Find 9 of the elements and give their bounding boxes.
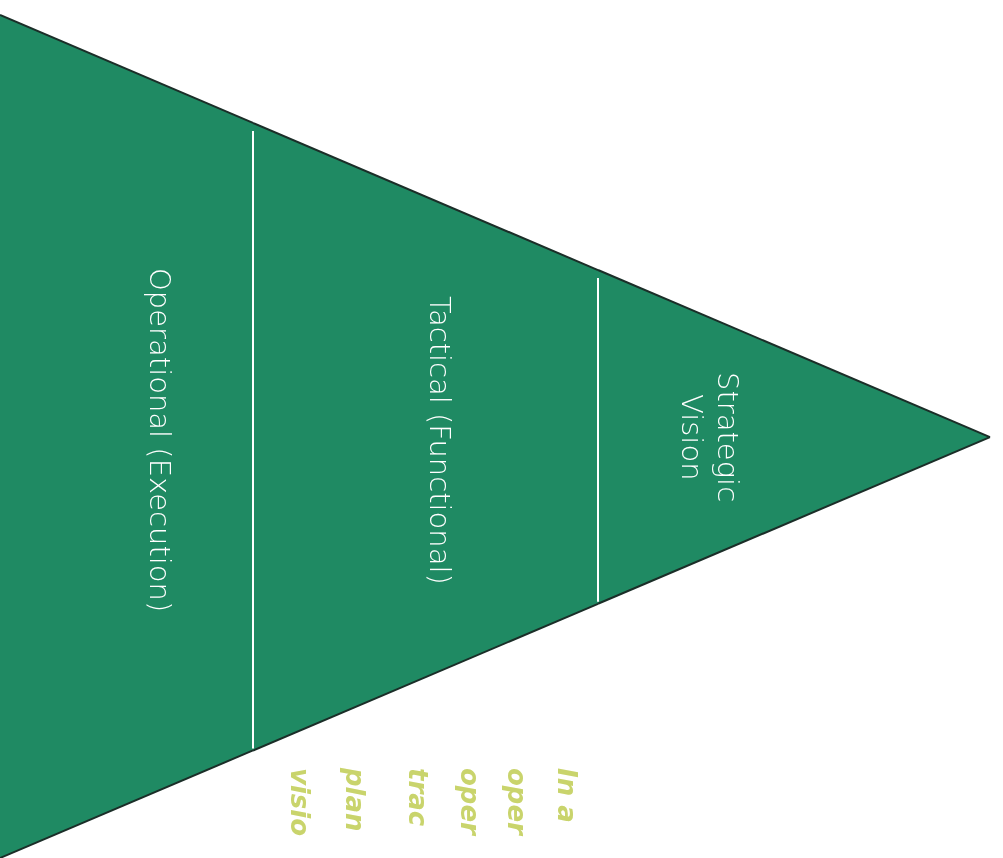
tier-label: Strategic Vision: [674, 370, 747, 505]
note-text: trac: [403, 768, 433, 827]
note-text: visio: [285, 768, 315, 837]
note-text: plan: [340, 768, 370, 832]
tier-label: Tactical (Functional): [422, 295, 459, 585]
note-text: oper: [502, 768, 532, 835]
note-text: In a: [552, 768, 582, 823]
tier-label: Operational (Execution): [142, 267, 179, 613]
note-text: oper: [455, 768, 485, 835]
